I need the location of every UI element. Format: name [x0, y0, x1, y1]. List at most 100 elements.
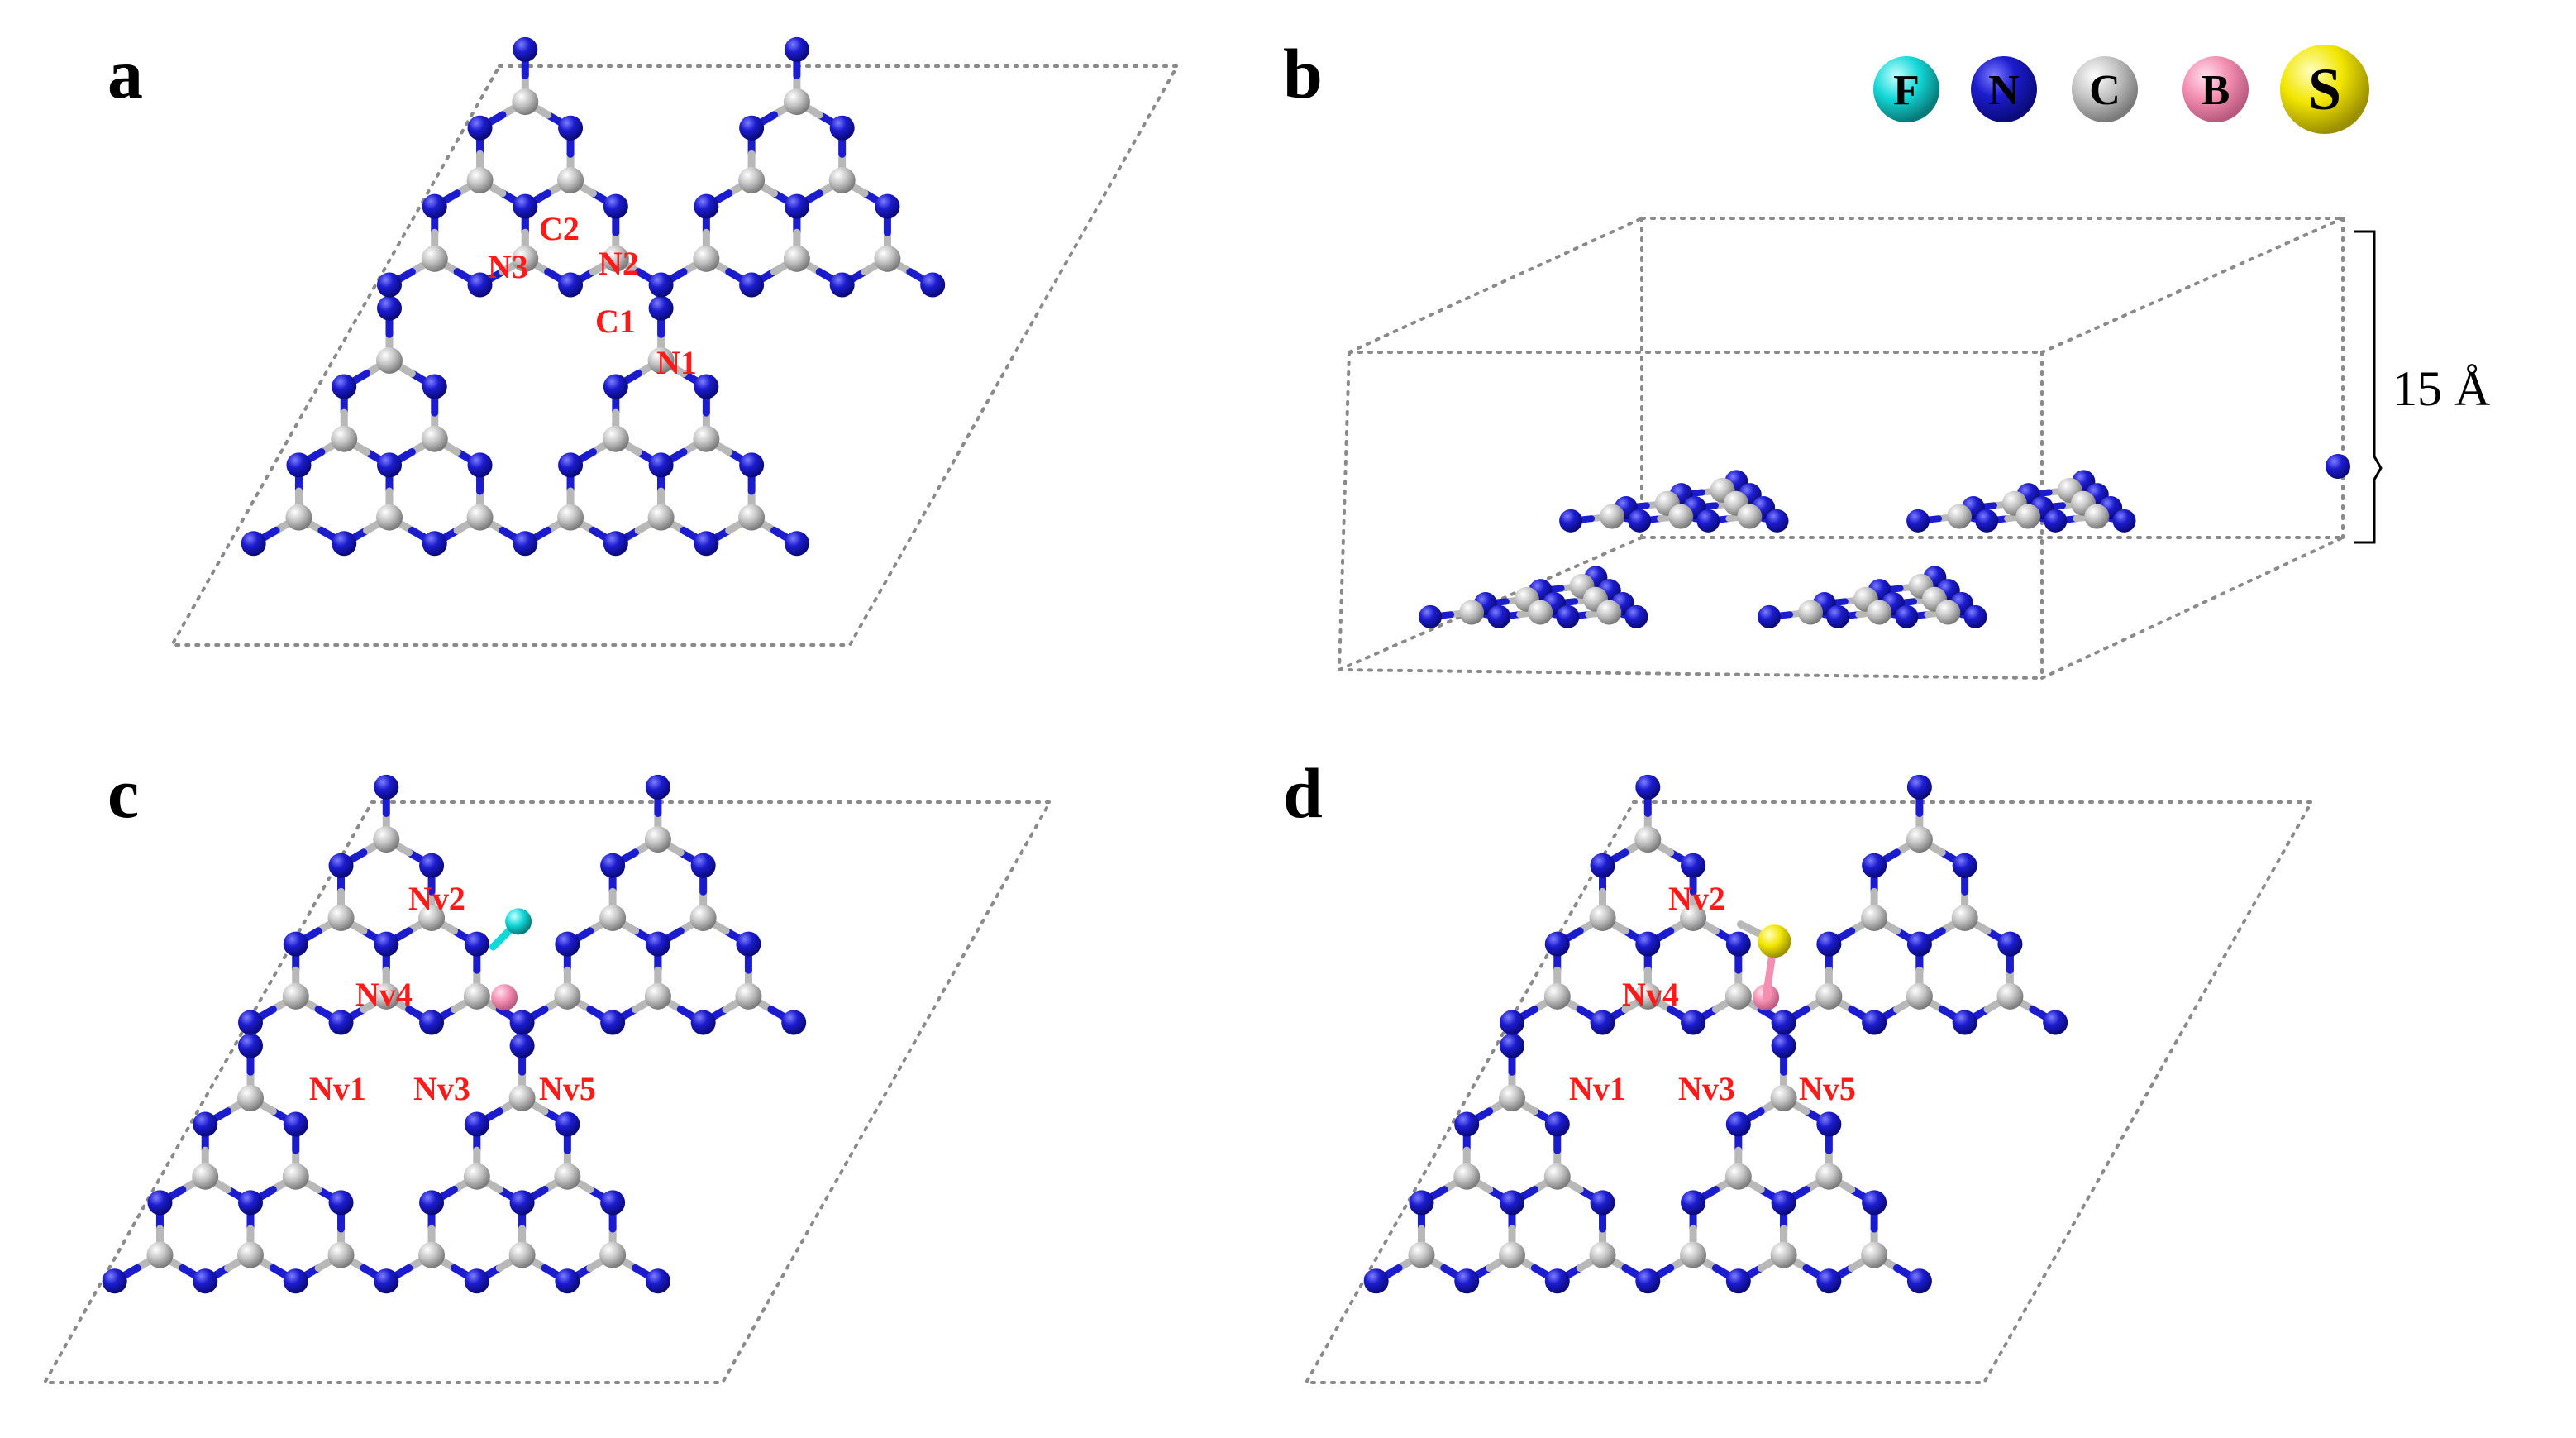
- carbon-atom: [1906, 982, 1933, 1010]
- nitrogen-atom: [645, 931, 670, 957]
- nitrogen-atom: [1771, 1033, 1796, 1058]
- carbon-atom: [1543, 1163, 1571, 1190]
- unit-cell-c: [41, 800, 1053, 1384]
- nitrogen-atom: [600, 853, 626, 878]
- carbon-atom: [644, 826, 671, 853]
- legend-symbol: F: [1893, 67, 1920, 114]
- carbon-atom: [285, 504, 312, 531]
- legend-item-fluorine: F: [1873, 56, 1939, 122]
- nitrogen-atom: [739, 115, 765, 141]
- nitrogen-atom: [1826, 604, 1850, 628]
- sulfur-legend-ball: [2280, 45, 2369, 134]
- nitrogen-atom: [237, 1033, 263, 1058]
- nitrogen-atom: [600, 1190, 626, 1216]
- nitrogen-atom: [558, 272, 584, 298]
- carbon-atom: [236, 1241, 264, 1268]
- carbon-atom: [557, 166, 584, 193]
- nitrogen-atom: [464, 1268, 489, 1294]
- carbon-atom: [1935, 600, 1961, 625]
- sulfur-atom-adsorbate: [1758, 924, 1791, 958]
- nitrogen-atom: [193, 1268, 218, 1294]
- nitrogen-atom: [1862, 1010, 1887, 1035]
- nitrogen-atom: [648, 272, 674, 298]
- atom-label-nv2: Nv2: [408, 880, 465, 917]
- lattice-c: [102, 774, 807, 1294]
- nitrogen-atom: [422, 374, 447, 399]
- panel-a-top-view: C2 N3 N2 C1 N1: [169, 36, 1181, 647]
- nitrogen-atom: [422, 531, 447, 557]
- nitrogen-atom: [1681, 853, 1706, 878]
- carbon-atom: [508, 1084, 536, 1111]
- nitrogen-atom: [513, 36, 538, 62]
- nitrogen-atom: [1906, 931, 1932, 957]
- nitrogen-atom: [419, 853, 445, 878]
- nitrogen-atom: [555, 931, 580, 957]
- nitrogen-atom: [1409, 1190, 1434, 1216]
- nitrogen-atom: [1590, 1010, 1615, 1035]
- carbon-atom: [418, 1241, 446, 1268]
- atom-label-n2: N2: [599, 245, 639, 282]
- nitrogen-atom: [467, 115, 493, 141]
- lattice-a: [241, 36, 946, 557]
- nitrogen-atom: [829, 115, 855, 141]
- nitrogen-atom: [328, 853, 354, 878]
- nitrogen-atom: [376, 452, 402, 478]
- nitrogen-atom: [694, 531, 719, 557]
- nitrogen-atom: [374, 1268, 399, 1294]
- carbon-atom: [1861, 904, 1888, 931]
- carbon-atom: [466, 166, 494, 193]
- nitrogen-atom: [603, 531, 628, 557]
- carbon-atom: [421, 425, 448, 452]
- legend-symbol: N: [1988, 67, 2020, 114]
- atoms: [1363, 774, 2068, 1294]
- carbon-atom: [375, 346, 403, 374]
- panel-label-a: a: [107, 34, 143, 113]
- legend-item-boron: B: [2182, 56, 2249, 122]
- nitrogen-atom: [1725, 1111, 1751, 1137]
- carbon-atom: [1951, 904, 1978, 931]
- carbon-atom: [599, 904, 627, 931]
- carbon-atom: [1947, 504, 1973, 529]
- nitrogen-atom: [467, 452, 493, 478]
- defect-site: [1736, 920, 1791, 1011]
- carbon-atom: [282, 1163, 309, 1190]
- nitrogen-atom: [829, 272, 855, 298]
- carbon-atom: [1815, 982, 1843, 1010]
- unit-cell-a: [169, 64, 1181, 647]
- nitrogen-atom: [419, 1190, 445, 1216]
- carbon-atom: [375, 504, 403, 531]
- carbon-atom: [1815, 1163, 1843, 1190]
- carbon-atom: [373, 982, 400, 1010]
- carbon-atom: [512, 245, 539, 272]
- nitrogen-atom: [648, 295, 674, 321]
- panel-d-s-adsorbed: Nv2 Nv4 Nv1 Nv3 Nv5: [1303, 774, 2315, 1384]
- carbon-atom: [783, 88, 810, 116]
- nitrogen-atom: [558, 115, 584, 141]
- carbon-legend-ball: [2072, 56, 2138, 122]
- fluorine-legend-ball: [1873, 56, 1939, 122]
- carbon-atom: [828, 166, 856, 193]
- atom-label-n3: N3: [488, 248, 528, 285]
- nitrogen-atom: [1681, 1190, 1706, 1216]
- carbon-atom: [735, 982, 762, 1010]
- nitrogen-atom: [1952, 853, 1977, 878]
- carbon-atom: [1737, 504, 1763, 529]
- nitrogen-atom: [694, 193, 719, 219]
- nitrogen-atom: [1681, 1010, 1706, 1035]
- boron-legend-ball: [2182, 56, 2249, 122]
- nitrogen-atom: [784, 531, 809, 557]
- vacuum-thickness-label: 15 Å: [2392, 361, 2490, 416]
- nitrogen-atom: [283, 931, 308, 957]
- carbon-atom: [1724, 982, 1752, 1010]
- nitrogen-atom: [1696, 509, 1720, 533]
- nitrogen-atom: [1906, 774, 1932, 800]
- nitrogen-atom: [1628, 509, 1652, 533]
- nitrogen-atom: [784, 193, 809, 219]
- carbon-atom: [554, 982, 581, 1010]
- nitrogen-atom: [1771, 1010, 1796, 1035]
- carbon-atom: [236, 1084, 264, 1111]
- nitrogen-atom: [422, 193, 447, 219]
- nitrogen-atom: [147, 1190, 173, 1216]
- nitrogen-atom: [1862, 853, 1887, 878]
- nitrogen-atom: [237, 1010, 263, 1035]
